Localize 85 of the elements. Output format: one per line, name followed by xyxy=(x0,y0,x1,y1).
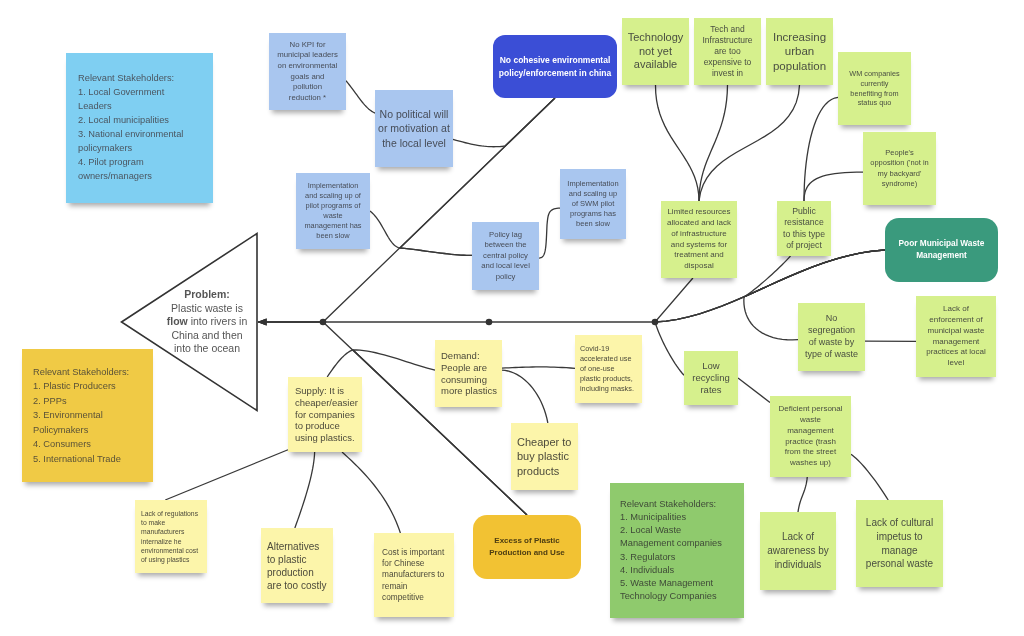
sticky-note xyxy=(135,500,207,573)
category-box xyxy=(493,35,617,98)
stakeholder-heading: Relevant Stakeholders: xyxy=(78,72,175,86)
note-text: No political will or motivation at the local level xyxy=(378,107,450,150)
sticky-note xyxy=(766,18,833,85)
stakeholder-item: 3. Environmental Policymakers xyxy=(33,409,104,437)
connector-line xyxy=(737,377,771,404)
note-text: Technology not yet available xyxy=(626,30,685,73)
connector-line xyxy=(654,249,886,376)
sticky-note xyxy=(684,351,738,405)
stakeholder-heading: Relevant Stakeholders: xyxy=(33,366,130,380)
stakeholder-note xyxy=(610,483,744,618)
connector-line xyxy=(294,451,316,529)
sticky-note xyxy=(511,423,578,490)
stakeholder-item: 5. Waste Management Technology Companies xyxy=(620,576,718,603)
note-text: Cheaper to buy plastic products xyxy=(517,435,573,478)
connector-line xyxy=(698,84,729,202)
category-box xyxy=(473,515,581,579)
sticky-note xyxy=(770,396,851,477)
note-text: Increasing urban population xyxy=(771,29,828,74)
sticky-note xyxy=(296,173,370,249)
connector-line xyxy=(345,80,376,114)
connector-line xyxy=(797,476,808,513)
stakeholder-item: 2. PPPs xyxy=(33,394,67,408)
note-text: Limited resources allocated and lack of infrastructure and systems for treatment and disposal xyxy=(665,207,732,272)
connector-line xyxy=(864,340,917,342)
sticky-note xyxy=(261,528,333,603)
sticky-note xyxy=(575,335,642,403)
sticky-note xyxy=(560,169,626,239)
stakeholder-item: 3. Regulators xyxy=(620,550,676,564)
connector-line xyxy=(501,366,576,369)
stakeholder-item: 1. Plastic Producers xyxy=(33,380,116,394)
sticky-note xyxy=(838,52,911,125)
sticky-note xyxy=(863,132,936,205)
note-text: Low recycling rates xyxy=(691,360,731,396)
sticky-note xyxy=(269,33,346,110)
connector-line xyxy=(398,97,556,257)
category-box xyxy=(885,218,998,282)
connector-line xyxy=(341,451,402,534)
note-text: Lack of awareness by individuals xyxy=(766,530,830,572)
note-text: Supply: It is cheaper/easier for companies to produce using plastics. xyxy=(295,384,359,445)
stakeholder-item: 2. Local municipalities xyxy=(78,114,169,128)
category-label: Excess of Plastic Production and Use xyxy=(488,535,566,559)
stakeholder-item: 1. Local Government Leaders xyxy=(78,86,166,114)
sticky-note xyxy=(694,18,761,85)
note-text: Lack of enforcement of municipal waste management practices at local level xyxy=(925,304,987,369)
stakeholder-item: 4. Pilot program owners/managers xyxy=(78,155,153,183)
connector-line xyxy=(803,171,864,202)
note-text: Demand: People are consuming more plastics xyxy=(441,349,498,398)
problem-heading: Problem: xyxy=(184,287,230,302)
stakeholder-item: 4. Individuals xyxy=(620,563,675,577)
stakeholder-item: 4. Consumers xyxy=(33,438,91,452)
stakeholder-item: 3. National environmental policymakers xyxy=(78,128,185,155)
stakeholder-note xyxy=(22,349,153,482)
sticky-note xyxy=(622,18,689,85)
connector-line xyxy=(164,449,289,501)
note-text: Lack of cultural impetus to manage personal waste xyxy=(864,516,935,571)
problem-statement: Plastic waste is flow into rivers in China and then into the ocean xyxy=(165,301,249,357)
connector-line xyxy=(698,84,801,202)
connector-line xyxy=(501,369,549,424)
category-label: Poor Municipal Waste Management xyxy=(897,238,986,262)
stakeholder-note xyxy=(66,53,213,203)
stakeholder-heading: Relevant Stakeholders: xyxy=(620,498,717,512)
stakeholder-item: 2. Local Waste Management companies xyxy=(620,524,723,551)
note-text: Public resistance to this type of project xyxy=(782,205,826,252)
note-text: Alternatives to plastic production are too costly xyxy=(267,539,328,592)
sticky-note xyxy=(472,222,539,290)
sticky-note xyxy=(760,512,836,590)
sticky-note xyxy=(856,500,943,587)
note-text: Deficient personal waste management practice (trash from the street washes up) xyxy=(777,404,844,469)
sticky-note xyxy=(288,377,362,452)
sticky-note xyxy=(661,201,737,278)
connector-line xyxy=(850,453,889,501)
note-text: Cost is important for Chinese manufacturers to remain competitive xyxy=(382,547,446,603)
sticky-note xyxy=(435,340,502,407)
category-label: No cohesive environmental policy/enforcement in china xyxy=(497,53,613,80)
note-text: No segregation of waste by type of waste xyxy=(804,313,859,361)
sticky-note xyxy=(375,90,453,167)
sticky-note xyxy=(798,303,865,371)
stakeholder-item: 1. Municipalities xyxy=(620,511,687,525)
stakeholder-item: 5. International Trade xyxy=(33,452,121,466)
note-text: Tech and Infrastructure are too expensive to invest in xyxy=(701,23,754,80)
connector-line xyxy=(538,207,561,259)
sticky-note xyxy=(916,296,996,377)
sticky-note xyxy=(374,533,454,617)
